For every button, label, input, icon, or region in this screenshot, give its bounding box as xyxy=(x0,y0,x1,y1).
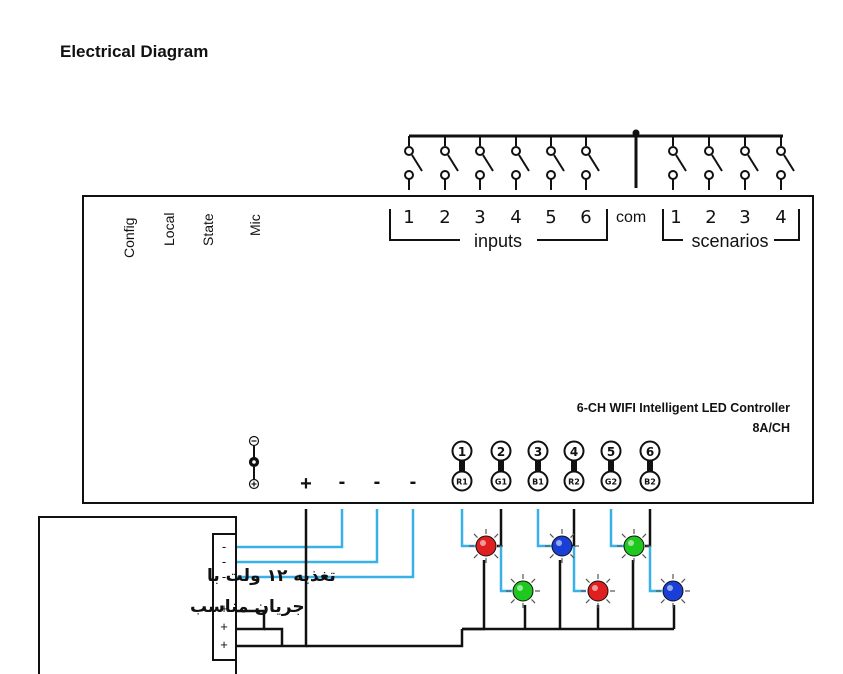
scenario-number-1: 1 xyxy=(670,207,681,228)
svg-text:G2: G2 xyxy=(605,478,617,487)
com-junction-dot xyxy=(632,129,640,137)
supply-label-line2: جریان مناسب xyxy=(190,597,305,617)
svg-text:G1: G1 xyxy=(495,478,508,487)
input-number-1: 1 xyxy=(403,207,414,228)
scenario-numbers: 1 2 3 4 xyxy=(670,207,786,228)
supply-terminal-3: - xyxy=(222,569,226,584)
controller-name: 6-CH WIFI Intelligent LED Controller xyxy=(577,401,790,415)
channel-terminal-6: 6B2 xyxy=(639,440,661,492)
input-number-6: 6 xyxy=(580,207,591,228)
input-number-4: 4 xyxy=(510,207,521,228)
svg-text:R1: R1 xyxy=(456,478,468,487)
svg-text:6: 6 xyxy=(646,445,654,459)
power-terminal-minus-1: - xyxy=(339,471,346,493)
scenario-number-2: 2 xyxy=(705,207,716,228)
switch-6 xyxy=(581,136,600,190)
scenarios-label: scenarios xyxy=(691,231,768,251)
controller-box xyxy=(82,195,814,504)
supply-terminal-block xyxy=(212,533,237,661)
switch-bus xyxy=(409,134,783,188)
supply-terminal-1: - xyxy=(222,539,226,554)
led-wire-1 xyxy=(460,509,476,548)
com-label: com xyxy=(616,209,646,226)
svg-text:B1: B1 xyxy=(532,478,544,487)
input-numbers: 1 2 3 4 5 6 xyxy=(403,207,591,228)
controller-rating: 8A/CH xyxy=(752,421,790,435)
led-5 xyxy=(617,529,651,563)
channel-terminal-1: 1R1 xyxy=(451,440,473,492)
switch-9 xyxy=(740,136,759,190)
channel-terminal-5: 5G2 xyxy=(600,440,622,492)
supply-terminal-2: - xyxy=(222,554,226,569)
led-wire-10 xyxy=(462,560,486,631)
supply-terminal-6: + xyxy=(220,637,228,652)
power-supply: تغذیه ۱۲ ولت با جریان مناسب xyxy=(38,516,336,674)
channel-terminals: 1R1 2G1 3B1 4R2 5G2 6B2 xyxy=(451,440,661,492)
supply-label-line1: تغذیه ۱۲ ولت با xyxy=(207,566,336,586)
scenarios-bracket xyxy=(662,209,800,241)
switch-7 xyxy=(668,136,687,190)
svg-text:4: 4 xyxy=(570,445,578,459)
switch-4 xyxy=(511,136,530,190)
led-4 xyxy=(581,574,615,608)
scenario-number-4: 4 xyxy=(775,207,786,228)
switch-2 xyxy=(440,136,459,190)
svg-text:R2: R2 xyxy=(568,478,580,487)
switch-5 xyxy=(546,136,565,190)
status-label-config: Config xyxy=(121,218,137,258)
channel-terminal-2: 2G1 xyxy=(490,440,512,492)
supply-terminals: ---+++ xyxy=(220,539,228,652)
mic-jack-symbol xyxy=(248,435,260,490)
led-1 xyxy=(469,529,503,563)
led-wire-7 xyxy=(609,509,624,548)
leds xyxy=(469,529,690,608)
led-wire-17 xyxy=(306,629,464,648)
switch-8 xyxy=(704,136,723,190)
status-label-mic: Mic xyxy=(247,214,263,236)
status-label-local: Local xyxy=(161,213,177,246)
svg-text:3: 3 xyxy=(534,445,542,459)
switch-3 xyxy=(475,136,494,190)
svg-text:1: 1 xyxy=(458,445,466,459)
switch-1 xyxy=(404,136,423,190)
power-terminal-plus: + xyxy=(300,473,312,495)
power-wiring xyxy=(236,509,415,648)
power-terminal-minus-2: - xyxy=(374,471,381,493)
led-3 xyxy=(545,529,579,563)
page-title: Electrical Diagram xyxy=(60,42,209,61)
inputs-bracket xyxy=(389,209,608,241)
led-wire-6 xyxy=(572,546,586,593)
svg-text:5: 5 xyxy=(607,445,615,459)
power-terminal-minus-3: - xyxy=(410,471,417,493)
led-wire-2 xyxy=(497,509,503,548)
led-6 xyxy=(656,574,690,608)
supply-terminal-4: + xyxy=(220,601,228,616)
svg-text:2: 2 xyxy=(497,445,505,459)
led-wire-3 xyxy=(499,546,512,593)
led-wire-9 xyxy=(648,546,662,593)
supply-terminal-5: + xyxy=(220,619,228,634)
input-number-5: 5 xyxy=(545,207,556,228)
channel-terminal-3: 3B1 xyxy=(527,440,549,492)
svg-text:B2: B2 xyxy=(644,478,656,487)
channel-terminal-4: 4R2 xyxy=(563,440,585,492)
led-2 xyxy=(506,574,540,608)
inputs-label: inputs xyxy=(474,231,522,251)
input-number-2: 2 xyxy=(439,207,450,228)
scenario-number-3: 3 xyxy=(739,207,750,228)
switch-10 xyxy=(776,136,795,190)
input-number-3: 3 xyxy=(474,207,485,228)
led-wire-8 xyxy=(645,509,652,548)
led-wire-5 xyxy=(572,509,576,548)
status-labels: Config Local State Mic xyxy=(121,213,263,258)
led-wire-4 xyxy=(536,509,552,548)
status-label-state: State xyxy=(200,213,216,246)
switches xyxy=(404,136,795,190)
